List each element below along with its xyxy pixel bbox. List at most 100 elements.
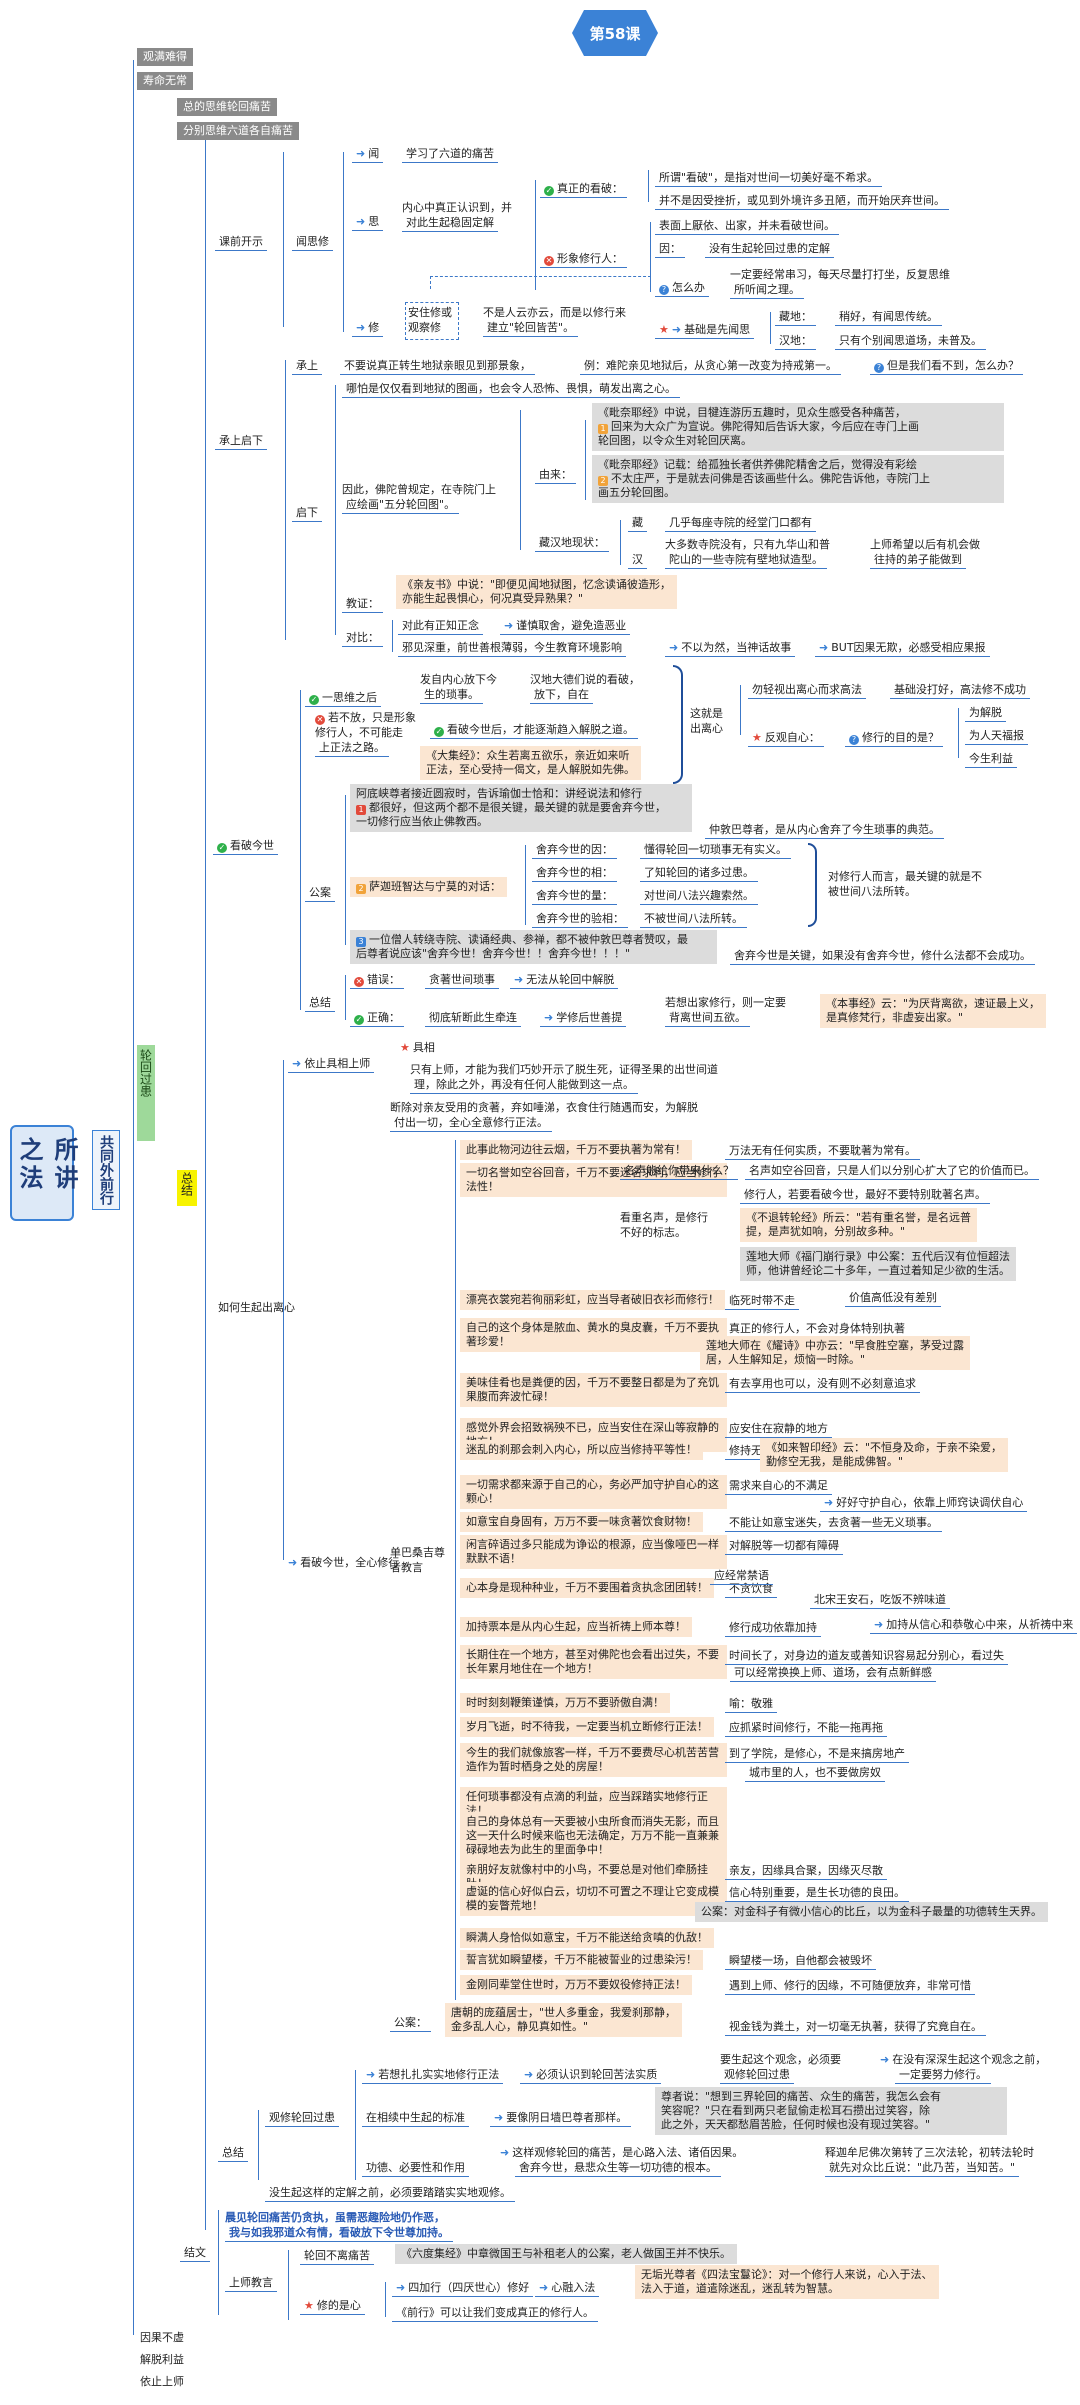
- root-node[interactable]: 所讲之法: [10, 1125, 78, 1221]
- ga3r: 舍弃今世是关键，如果没有舍弃今世，修什么法都不会成功。: [730, 948, 1035, 965]
- arrow-icon: ➜: [396, 2281, 406, 2294]
- xinxin-box: 公案：对金科子有微小信心的比丘，以为金科子最量的功德转生天界。: [695, 1902, 1048, 1922]
- topic-badge[interactable]: 观满难得: [137, 48, 193, 66]
- duibi-node[interactable]: 对比：: [342, 630, 383, 647]
- zhenzheng-node[interactable]: ✓真正的看破：: [540, 181, 627, 198]
- yizhi-node[interactable]: ➜依止具相上师: [288, 1056, 375, 1073]
- guancha-node[interactable]: 观修轮回过患: [265, 2110, 339, 2127]
- xiudexin[interactable]: ★修的是心: [300, 2298, 365, 2315]
- l3-label: 总结: [179, 1172, 194, 1196]
- yl1-l1: 《毗奈耶经》中说，目犍连游历五趣时，见众生感受各种痛苦，: [598, 406, 906, 419]
- kanpo4-node[interactable]: ➜看破今世，全心修行: [288, 1555, 399, 1570]
- arrow-icon: ➜: [292, 1057, 302, 1070]
- teaching-item: 自己的身体总有一天要被小虫所食而消失无影，而且这一天什么时候来临也无法确定，万万…: [460, 1812, 727, 1860]
- zongjie3-node[interactable]: 总结: [305, 995, 335, 1012]
- teaching-item: 长期住在一个地方，甚至对佛陀也会看出过失，不要长年累月地住在一个地方！: [460, 1645, 727, 1679]
- topic-bottom[interactable]: 因果不虚: [140, 2331, 184, 2344]
- sub-badge[interactable]: 总的思维轮回痛苦: [177, 98, 277, 116]
- cross-icon: ✕: [354, 977, 364, 987]
- zhengque-node[interactable]: ✓正确：: [350, 1010, 404, 1027]
- zq-n-2: 背离世间五欲。: [665, 1010, 750, 1027]
- mingyu-a: 名声如空谷回音，只是人们以分别心扩大了它的价值而已。: [745, 1163, 1039, 1180]
- j1r: 《六度集经》中章微国王与补租老人的公案，老人做国王并不快乐。: [395, 2244, 737, 2264]
- danben-node[interactable]: 单巴桑吉尊者教言: [390, 1546, 445, 1574]
- db2a-t: 不以为然，当神话故事: [681, 641, 792, 654]
- gongan4-node[interactable]: 公案：: [390, 2015, 431, 2032]
- dashed-link: [430, 276, 651, 289]
- cuowu-node[interactable]: ✕错误：: [350, 972, 404, 989]
- star-icon: ★: [659, 323, 669, 336]
- topic-badge[interactable]: 寿命无常: [137, 72, 193, 90]
- topic-bottom[interactable]: 解脱利益: [140, 2353, 184, 2366]
- si-node[interactable]: ➜思: [352, 214, 384, 231]
- xx-how[interactable]: ?怎么办: [655, 280, 709, 297]
- sec6-title[interactable]: 结文: [180, 2245, 210, 2262]
- benshi-2: 是真修梵行，非虚妄出家。": [826, 1011, 964, 1024]
- l3-node[interactable]: 总结: [177, 1170, 197, 1206]
- youlai-node[interactable]: 由来：: [535, 467, 576, 484]
- xingxiang-label: 形象修行人：: [557, 252, 623, 265]
- yi-note-2: 放下，自在: [530, 687, 593, 704]
- cs-text-3[interactable]: ?但是我们看不到，怎么办？: [870, 358, 1023, 375]
- db-intro-2: 付出一切，全心全意修行正法。: [390, 1115, 552, 1132]
- gongan-node[interactable]: 公案: [305, 885, 335, 902]
- xianzhuang-node[interactable]: 藏汉地现状：: [535, 535, 609, 552]
- teaching-item: 自己的这个身体是脓血、黄水的臭皮囊，千万不要执著珍爱！: [460, 1318, 727, 1352]
- lianhua-2: 师，他讲曾经论二十多年，一直过着知足少欲的生活。: [746, 1264, 1010, 1277]
- number-icon: 1: [356, 805, 366, 815]
- jiaozheng-node[interactable]: 教证：: [342, 596, 383, 613]
- jiaoyan-node[interactable]: 上师教言: [225, 2275, 277, 2292]
- dbj-1: 《大集经》：众生若离五欲乐，亲近如来听: [426, 749, 630, 762]
- topic-bottom[interactable]: 依止上师: [140, 2375, 184, 2388]
- sec1-title[interactable]: 课前开示: [215, 234, 267, 251]
- yi-node[interactable]: ✓一思维之后: [305, 690, 381, 707]
- wen-node[interactable]: ➜闻: [352, 146, 384, 163]
- l1-node[interactable]: 共同外前行: [92, 1130, 120, 1210]
- mudi-opt[interactable]: 为解脱: [965, 705, 1006, 722]
- zunzhe-box: 尊者说："想到三界轮回的痛苦、众生的痛苦，我怎么会有 笑容呢？"只在看到两只老鼠…: [655, 2087, 1007, 2135]
- fasu: 应经常禁语: [710, 1568, 773, 1585]
- teaching-note: 有去享用也可以，没有则不必刻意追求: [725, 1376, 920, 1393]
- db1r: ➜谨慎取舍，避免造恶业: [500, 618, 631, 635]
- hexagon-shape: [572, 10, 658, 56]
- jz-1: 《亲友书》中说："即便见闻地狱图，忆念读诵彼造形，: [402, 578, 672, 591]
- teaching-note: 临死时带不走: [725, 1293, 799, 1310]
- mudi-node[interactable]: ?修行的目的是？: [845, 730, 943, 747]
- wen-label: 闻: [368, 147, 380, 160]
- jichu-line: [770, 312, 771, 344]
- xiu-node[interactable]: ➜修: [352, 320, 384, 337]
- sec3-label: 看破今世: [230, 839, 274, 852]
- xz-zang: 藏: [628, 515, 647, 532]
- sec2-title[interactable]: 承上启下: [215, 433, 267, 450]
- ga1-1: 阿底峡尊者接近圆寂时，告诉瑜伽士恰和：讲经说法和修行: [356, 787, 642, 800]
- jichu-node[interactable]: ★➜基础是先闻思: [655, 322, 755, 339]
- xz-note-1: 上师希望以后有机会做: [870, 538, 980, 551]
- jichu-label: 基础是先闻思: [684, 323, 751, 336]
- zhenzheng-label: 真正的看破：: [557, 182, 623, 195]
- shouhu: ➜好好守护自心，依靠上师窍诀调伏自心: [820, 1495, 1028, 1512]
- sec3-title[interactable]: ✓看破今世: [213, 838, 278, 855]
- sec5-title[interactable]: 总结: [218, 2145, 248, 2162]
- benshi-1: 《本事经》云："为厌背离欲，速证最上义，: [826, 997, 1041, 1010]
- mudi-opt[interactable]: 为人天福报: [965, 728, 1028, 745]
- qixia-node[interactable]: 启下: [292, 505, 322, 522]
- zunzhe-3: 此之外，天天都愁眉苦脸，任何时候也没有现过笑容。": [661, 2118, 931, 2131]
- chengshang-node[interactable]: 承上: [292, 358, 322, 375]
- fanguan-node[interactable]: ★反观自心：: [748, 730, 824, 747]
- sec4-title[interactable]: 如何生起出离心: [218, 1301, 295, 1314]
- mudi-opt[interactable]: 今生利益: [965, 751, 1017, 768]
- zz-line: [648, 170, 649, 202]
- xingxiang-node[interactable]: ✕形象修行人：: [540, 251, 627, 268]
- arrow-icon: ➜: [669, 641, 679, 654]
- sub-badge[interactable]: 分别思维六道各自痛苦: [177, 122, 299, 140]
- arrow-icon: ➜: [880, 2053, 890, 2066]
- teaching-item: 心本身是现种种业，千万不要围着贪执念团团转！: [460, 1578, 714, 1598]
- l2-node[interactable]: 轮回过患: [137, 1045, 155, 1141]
- yi-text-1: 发自内心放下今: [420, 673, 497, 686]
- q1nn-1t: 在没有深深生起这个观念之前，: [892, 2053, 1047, 2066]
- wenxi-node[interactable]: 闻思修: [292, 234, 333, 251]
